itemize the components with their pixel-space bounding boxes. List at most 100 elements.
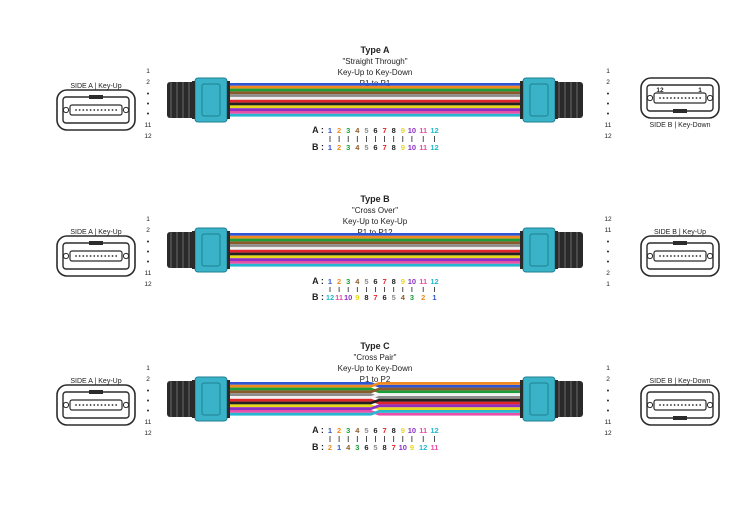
boot-ridge bbox=[576, 381, 578, 417]
left-fiber-number: • bbox=[147, 259, 150, 266]
fiber-position-dot bbox=[75, 404, 77, 406]
right-fiber-number: • bbox=[607, 111, 610, 118]
row-b-fiber: 4 bbox=[346, 443, 351, 452]
fiber-strand bbox=[230, 252, 522, 256]
fiber-position-dot bbox=[82, 255, 85, 257]
right-fiber-number: • bbox=[607, 239, 610, 246]
row-a-fiber: 5 bbox=[364, 126, 368, 135]
fiber-strand bbox=[230, 233, 522, 236]
fiber-strand bbox=[230, 401, 371, 405]
guide-pin-hole bbox=[122, 252, 130, 260]
panel-subtitle: "Cross Over" bbox=[352, 206, 398, 215]
panel-keying: Key-Up to Key-Down bbox=[338, 68, 413, 77]
row-a-fiber: 3 bbox=[346, 277, 350, 286]
guide-pin-hole bbox=[646, 401, 654, 409]
housing-edge bbox=[227, 81, 230, 119]
fiber-strand bbox=[379, 410, 522, 413]
right-fiber-number: • bbox=[607, 259, 610, 266]
fiber-strand bbox=[230, 382, 371, 385]
fiber-position-dot bbox=[691, 404, 694, 406]
row-a-fiber: 10 bbox=[408, 426, 416, 435]
right-fiber-number: 11 bbox=[605, 227, 612, 234]
connector-boot bbox=[555, 232, 583, 268]
boot-ridge bbox=[182, 82, 184, 118]
housing-body bbox=[522, 227, 556, 273]
fiber-strand bbox=[379, 393, 522, 396]
fiber-position-dot bbox=[691, 97, 694, 99]
polarity-panel-type-a: Type A"Straight Through"Key-Up to Key-Do… bbox=[56, 45, 720, 152]
row-b-fiber: 4 bbox=[401, 293, 406, 302]
guide-pin-hole bbox=[646, 252, 654, 260]
fiber-strand bbox=[230, 94, 522, 97]
row-b-fiber: 2 bbox=[337, 143, 341, 152]
row-b-fiber: 1 bbox=[328, 143, 332, 152]
fiber-cross bbox=[371, 393, 379, 399]
right-fiber-number: • bbox=[607, 91, 610, 98]
left-fiber-number: • bbox=[147, 408, 150, 415]
fiber-position-dot bbox=[666, 404, 669, 406]
row-b-fiber: 7 bbox=[373, 293, 377, 302]
housing-edge bbox=[555, 380, 558, 418]
panel-pinout: P1 to P2 bbox=[360, 375, 391, 384]
left-fiber-number: • bbox=[147, 111, 150, 118]
row-b-fiber: 11 bbox=[431, 443, 439, 452]
guide-pin-hole bbox=[706, 94, 714, 102]
panel-keying: Key-Up to Key-Up bbox=[343, 217, 408, 226]
row-a-fiber: 1 bbox=[328, 126, 332, 135]
fiber-position-dot bbox=[100, 109, 103, 111]
fiber-strand bbox=[230, 105, 522, 109]
fiber-strand bbox=[379, 412, 522, 416]
row-b-fiber: 9 bbox=[401, 143, 405, 152]
row-b-fiber: 8 bbox=[364, 293, 368, 302]
fiber-position-dot bbox=[86, 109, 88, 111]
row-b-label: B : bbox=[312, 292, 324, 302]
fiber-position-dot bbox=[115, 404, 118, 406]
row-a-fiber: 5 bbox=[364, 277, 368, 286]
row-a-fiber: 10 bbox=[408, 277, 416, 286]
fiber-position-dot bbox=[111, 404, 114, 406]
fiber-strand bbox=[379, 407, 522, 410]
left-fiber-number: 1 bbox=[146, 68, 150, 75]
fiber-strand bbox=[230, 387, 371, 391]
left-fiber-number: 1 bbox=[146, 365, 150, 372]
fiber-cross bbox=[371, 387, 379, 394]
connector-ferrule bbox=[69, 399, 123, 411]
fiber-position-dot bbox=[104, 255, 107, 257]
housing-body bbox=[194, 77, 228, 123]
fiber-position-dot bbox=[688, 255, 691, 257]
row-b-fiber: 12 bbox=[419, 443, 427, 452]
housing-edge bbox=[555, 81, 558, 119]
housing-inset bbox=[529, 233, 549, 267]
fiber-strand bbox=[230, 99, 522, 103]
boot-ridge bbox=[564, 232, 566, 268]
connector-housing bbox=[520, 376, 558, 422]
fiber-position-dot bbox=[78, 109, 81, 111]
fiber-position-dot bbox=[662, 404, 665, 406]
connector-key bbox=[673, 109, 687, 113]
fiber-position-dot bbox=[695, 404, 698, 406]
guide-pin-hole bbox=[706, 401, 714, 409]
fiber-position-dot bbox=[89, 255, 92, 257]
fiber-position-dot bbox=[673, 404, 676, 406]
left-fiber-number: 2 bbox=[146, 227, 150, 234]
row-a-fiber: 12 bbox=[430, 126, 438, 135]
fiber-position-dot bbox=[684, 97, 687, 99]
fiber-position-dot bbox=[82, 404, 85, 406]
boot-ridge bbox=[576, 82, 578, 118]
connector-housing bbox=[192, 227, 230, 273]
mpo-connector-face-icon bbox=[56, 235, 136, 277]
fiber-position-dot bbox=[695, 255, 698, 257]
left-fiber-number: • bbox=[147, 101, 150, 108]
housing-edge bbox=[520, 380, 523, 418]
boot-ridge bbox=[570, 82, 572, 118]
housing-edge bbox=[520, 231, 523, 269]
connector-key bbox=[89, 241, 103, 245]
row-b-fiber: 11 bbox=[335, 293, 343, 302]
fiber-strand bbox=[379, 396, 522, 399]
row-a-label: A : bbox=[312, 276, 324, 286]
fiber-position-dot bbox=[97, 109, 99, 111]
fiber-position-dot bbox=[82, 109, 85, 111]
right-fiber-number: • bbox=[607, 101, 610, 108]
fiber-strand bbox=[379, 382, 522, 385]
